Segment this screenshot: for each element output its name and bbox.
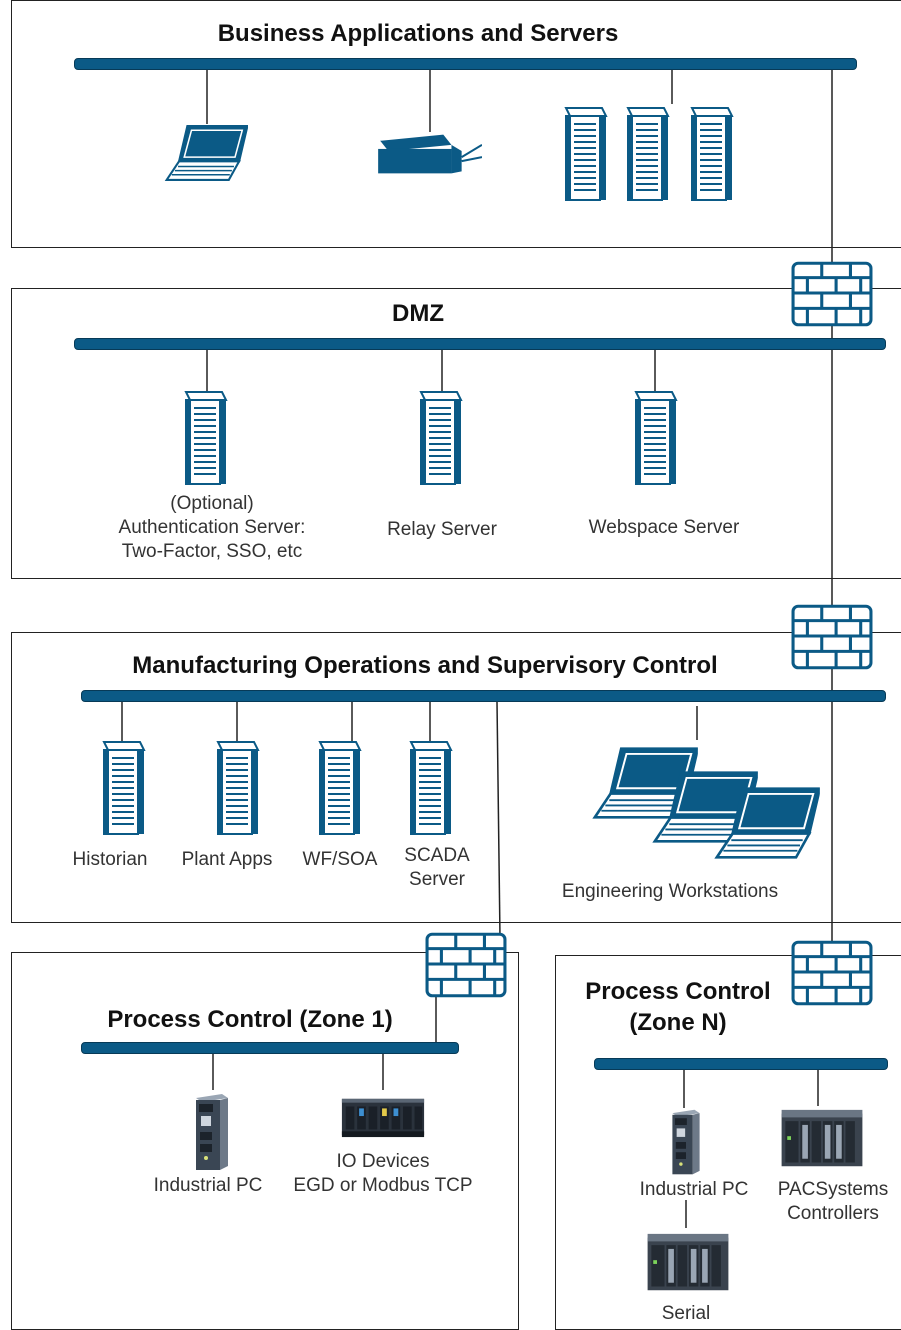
serial-label: Serial [661,1303,711,1324]
printer-icon[interactable] [370,130,482,176]
server-icon[interactable] [405,738,453,838]
firewall-icon[interactable] [791,261,873,327]
server-icon[interactable] [98,738,146,838]
zone1-title: Process Control (Zone 1) [107,1006,393,1033]
firewall-icon[interactable] [791,604,873,670]
manufacturing-title: Manufacturing Operations and Supervisory… [132,652,718,679]
plc-rack-icon[interactable] [642,1232,734,1294]
zone-process-control-1 [11,952,519,1330]
webspace-server-label: Webspace Server [588,517,740,538]
server-icon[interactable] [560,104,608,204]
laptop-icon[interactable] [714,786,820,860]
firewall-icon[interactable] [425,932,507,998]
server-icon[interactable] [630,388,678,488]
network-bus-zone1 [81,1042,459,1054]
wf-soa-label: WF/SOA [302,849,378,870]
industrial-pc-icon[interactable] [192,1092,232,1172]
io-devices-label: IO Devices EGD or Modbus TCP [293,1151,473,1196]
dmz-title: DMZ [392,300,444,327]
business-title: Business Applications and Servers [217,20,619,47]
server-icon[interactable] [415,388,463,488]
network-bus-dmz [74,338,886,350]
zone-business [11,0,901,248]
server-icon[interactable] [686,104,734,204]
io-device-icon[interactable] [340,1094,426,1140]
plc-rack-icon[interactable] [776,1108,868,1170]
industrial-pc-icon[interactable] [666,1108,706,1176]
engineering-workstations-label: Engineering Workstations [561,881,779,902]
server-icon[interactable] [212,738,260,838]
server-icon[interactable] [314,738,362,838]
zonen-title: Process Control (Zone N) [585,978,771,1036]
relay-server-label: Relay Server [387,519,497,540]
zonen-industrial-pc-label: Industrial PC [639,1179,749,1200]
firewall-icon[interactable] [791,940,873,1006]
network-bus-business [74,58,857,70]
auth-server-label: (Optional) Authentication Server: Two-Fa… [118,493,306,562]
pacsystems-controllers-label: PACSystems Controllers [777,1179,889,1224]
server-icon[interactable] [180,388,228,488]
network-bus-manufacturing [81,690,886,702]
historian-label: Historian [72,849,148,870]
plant-apps-label: Plant Apps [181,849,273,870]
network-bus-zonen [594,1058,888,1070]
scada-server-label: SCADA Server [404,845,470,890]
laptop-icon[interactable] [164,124,248,182]
server-icon[interactable] [622,104,670,204]
zone1-industrial-pc-label: Industrial PC [153,1175,263,1196]
